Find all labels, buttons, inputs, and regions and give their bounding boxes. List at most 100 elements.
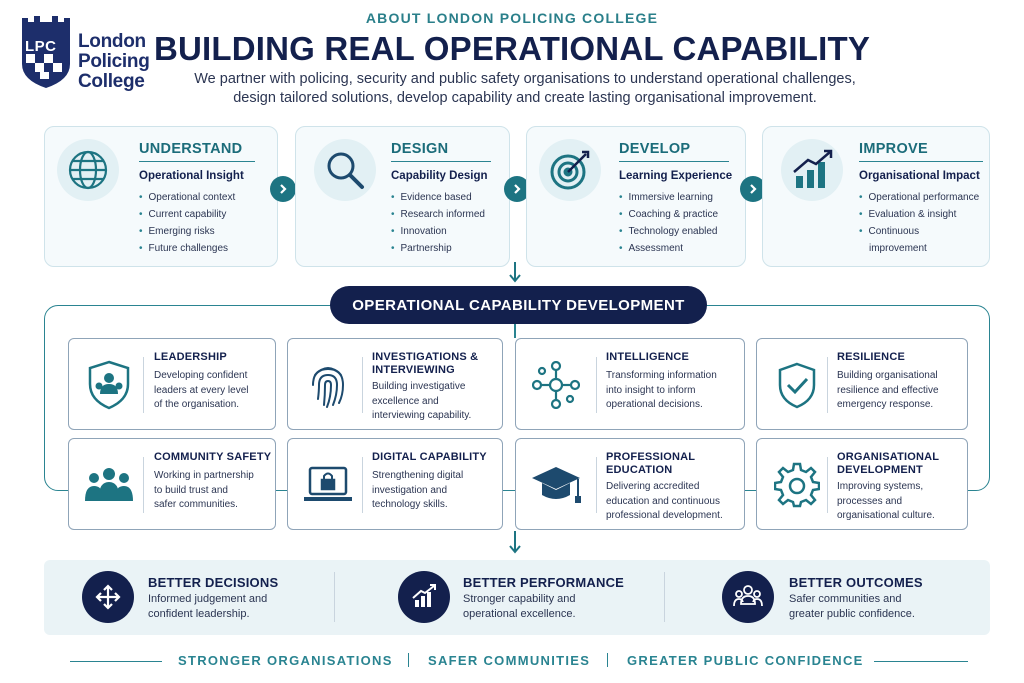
graduation-cap-icon bbox=[528, 457, 584, 513]
card-divider bbox=[827, 357, 828, 413]
list-item: Immersive learning bbox=[619, 189, 718, 206]
step-title: DESIGN bbox=[391, 141, 449, 157]
globe-icon bbox=[57, 139, 119, 201]
description-line: education and continuous bbox=[606, 495, 720, 507]
step-divider bbox=[619, 161, 729, 162]
capability-card-organisational-development: ORGANISATIONAL DEVELOPMENT Improving sys… bbox=[756, 438, 968, 530]
logo-wordmark: London Policing College bbox=[78, 32, 150, 92]
step-list: Immersive learning Coaching & practice T… bbox=[619, 189, 719, 257]
description-line: Delivering accredited bbox=[606, 481, 700, 492]
capability-description: Improving systems, processes and organis… bbox=[837, 480, 935, 524]
outcome-separator bbox=[664, 572, 665, 622]
page-subtitle: We partner with policing, security and p… bbox=[180, 70, 870, 108]
subtitle-line-1: We partner with policing, security and p… bbox=[194, 71, 856, 87]
growth-chart-icon bbox=[781, 139, 843, 201]
fingerprint-icon bbox=[300, 357, 356, 413]
outcome-title: BETTER PERFORMANCE bbox=[463, 575, 625, 590]
capability-description: Building organisational resilience and e… bbox=[837, 369, 939, 413]
capability-description: Working in partnership to build trust an… bbox=[154, 469, 254, 513]
outcome-separator bbox=[334, 572, 335, 622]
magnifier-icon bbox=[314, 139, 376, 201]
outcome-title: BETTER OUTCOMES bbox=[789, 575, 923, 590]
footer-rule-left bbox=[70, 661, 162, 662]
list-item: Current capability bbox=[139, 206, 235, 223]
description-line: Improving systems, bbox=[837, 481, 924, 492]
footer-item: GREATER PUBLIC CONFIDENCE bbox=[627, 653, 864, 668]
capability-description: Transforming information into insight to… bbox=[606, 369, 717, 413]
chevron-right-icon bbox=[740, 176, 766, 202]
outcome-description: Informed judgement and confident leaders… bbox=[148, 592, 267, 622]
description-line: into insight to inform bbox=[606, 384, 696, 396]
step-subtitle: Organisational Impact bbox=[859, 170, 980, 182]
arrow-down-icon bbox=[509, 531, 521, 554]
list-item: Innovation bbox=[391, 223, 485, 240]
step-card-develop: DEVELOP Learning Experience Immersive le… bbox=[526, 126, 746, 267]
footer-separator bbox=[607, 653, 608, 667]
capability-banner: OPERATIONAL CAPABILITY DEVELOPMENT bbox=[330, 286, 707, 324]
step-title: IMPROVE bbox=[859, 141, 928, 157]
card-divider bbox=[596, 457, 597, 513]
card-divider bbox=[362, 357, 363, 413]
shield-check-icon bbox=[769, 357, 825, 413]
list-item: improvement bbox=[869, 243, 927, 254]
step-list: Evidence based Research informed Innovat… bbox=[391, 189, 485, 257]
capability-card-investigations: INVESTIGATIONS & INTERVIEWING Building i… bbox=[287, 338, 503, 430]
logo-line-2: Policing bbox=[78, 51, 150, 72]
step-divider bbox=[391, 161, 491, 162]
logo-line-1: London bbox=[78, 31, 146, 52]
list-item: Evaluation & insight bbox=[859, 206, 979, 223]
capability-title: INVESTIGATIONS & INTERVIEWING bbox=[372, 351, 478, 377]
step-card-design: DESIGN Capability Design Evidence based … bbox=[295, 126, 510, 267]
list-item: Research informed bbox=[391, 206, 485, 223]
logo-initials: LPC bbox=[25, 38, 57, 55]
card-divider bbox=[143, 357, 144, 413]
description-line: processes and bbox=[837, 495, 903, 507]
page-title: BUILDING REAL OPERATIONAL CAPABILITY bbox=[153, 30, 871, 67]
laptop-lock-icon bbox=[300, 457, 356, 513]
description-line: operational decisions. bbox=[606, 399, 703, 410]
description-line: interviewing capability. bbox=[372, 410, 472, 421]
list-item: Assessment bbox=[619, 240, 718, 257]
outcome-title: BETTER DECISIONS bbox=[148, 575, 279, 590]
title-line: INTERVIEWING bbox=[372, 364, 455, 376]
list-item: Partnership bbox=[391, 240, 485, 257]
shield-people-icon bbox=[81, 357, 137, 413]
chevron-right-icon bbox=[504, 176, 530, 202]
description-line: Building investigative bbox=[372, 381, 466, 392]
step-subtitle: Capability Design bbox=[391, 170, 488, 182]
footer-item: STRONGER ORGANISATIONS bbox=[178, 653, 393, 668]
gear-icon bbox=[769, 457, 825, 513]
description-line: emergency response. bbox=[837, 399, 934, 410]
step-divider bbox=[859, 161, 983, 162]
outcome-description: Stronger capability and operational exce… bbox=[463, 592, 576, 622]
description-line: to build trust and bbox=[154, 484, 228, 496]
network-icon bbox=[528, 357, 584, 413]
card-divider bbox=[596, 357, 597, 413]
list-item: Operational performance bbox=[859, 189, 980, 206]
step-subtitle: Operational Insight bbox=[139, 170, 244, 182]
capability-title: INTELLIGENCE bbox=[606, 351, 690, 363]
description-line: excellence and bbox=[372, 395, 439, 407]
footer-separator bbox=[408, 653, 409, 667]
description-line: investigation and bbox=[372, 484, 448, 496]
list-item: Emerging risks bbox=[139, 223, 235, 240]
card-divider bbox=[827, 457, 828, 513]
description-line: professional development. bbox=[606, 510, 723, 521]
capability-title: PROFESSIONAL EDUCATION bbox=[606, 451, 695, 477]
list-item: Continuous bbox=[859, 223, 979, 240]
list-item: Evidence based bbox=[391, 189, 485, 206]
outcome-description: Safer communities and greater public con… bbox=[789, 592, 915, 622]
college-logo: LPC London Policing College bbox=[20, 14, 180, 94]
description-line: confident leadership. bbox=[148, 608, 250, 620]
step-card-improve: IMPROVE Organisational Impact Operationa… bbox=[762, 126, 990, 267]
center-connector bbox=[514, 324, 516, 338]
description-line: Safer communities and bbox=[789, 593, 902, 605]
capability-card-intelligence: INTELLIGENCE Transforming information in… bbox=[515, 338, 745, 430]
capability-description: Strengthening digital investigation and … bbox=[372, 469, 463, 513]
capability-description: Building investigative excellence and in… bbox=[372, 380, 471, 424]
title-line: EDUCATION bbox=[606, 464, 673, 476]
footer-rule-right bbox=[874, 661, 968, 662]
capability-title: ORGANISATIONAL DEVELOPMENT bbox=[837, 451, 939, 477]
description-line: Strengthening digital bbox=[372, 470, 464, 481]
capability-title: COMMUNITY SAFETY bbox=[154, 451, 272, 463]
